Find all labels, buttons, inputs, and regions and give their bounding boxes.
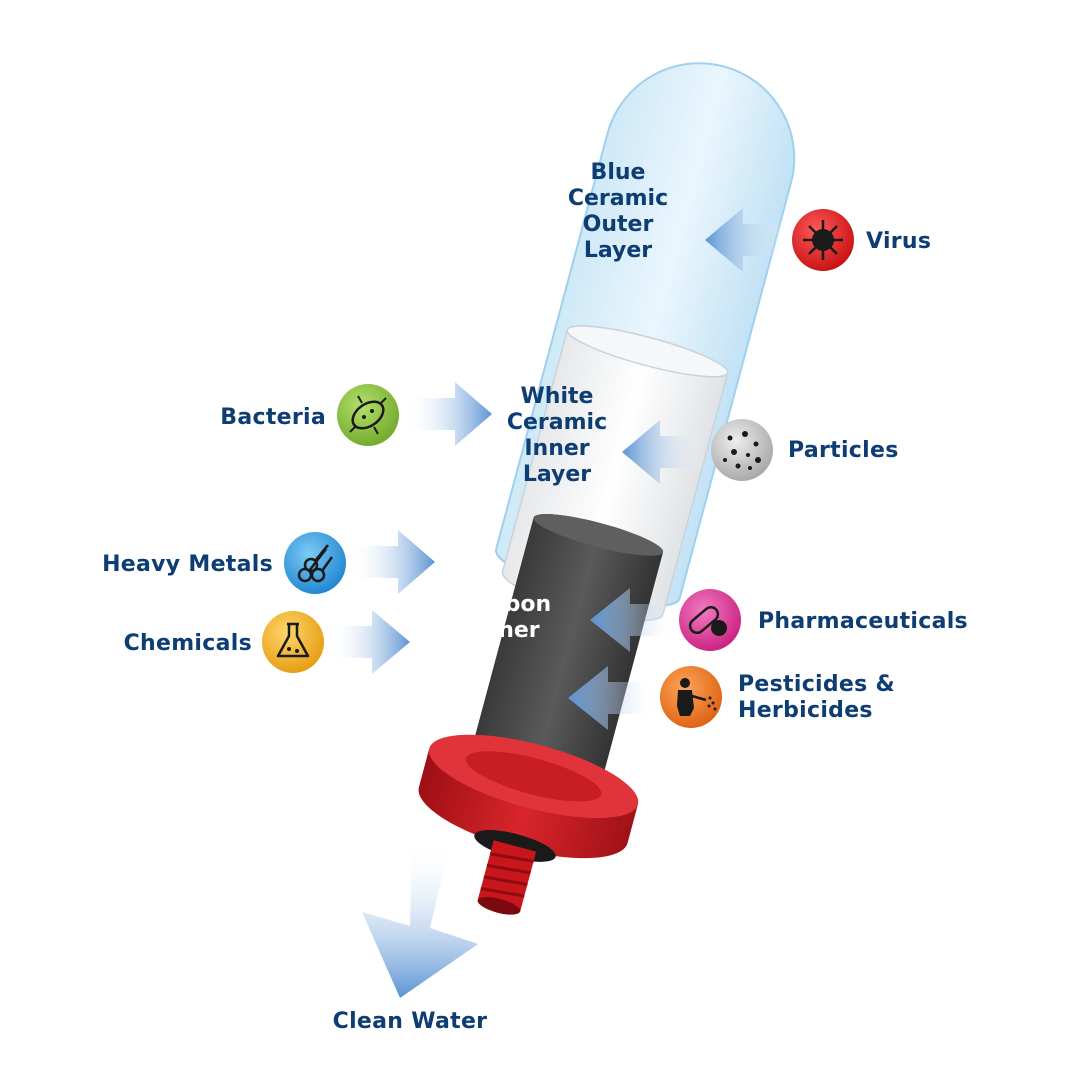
carbon-inner-layer — [471, 514, 664, 785]
threaded-nozzle — [477, 840, 537, 915]
inner-layer-label: White Ceramic Inner Layer — [506, 384, 608, 487]
arrow-pesticides — [568, 666, 656, 730]
arrow-virus — [705, 208, 790, 272]
particles-icon — [711, 419, 773, 481]
particles-label: Particles — [788, 438, 899, 463]
arrow-chemicals — [330, 610, 410, 674]
pharmaceuticals-label: Pharmaceuticals — [758, 609, 968, 634]
flask-icon — [262, 611, 324, 673]
arrow-heavy-metals — [350, 530, 435, 594]
clean-water-label: Clean Water — [332, 1009, 488, 1034]
pesticides-label: Pesticides & Herbicides — [738, 672, 895, 723]
heavy-metals-label: Heavy Metals — [102, 552, 273, 577]
outer-layer-label: Blue Ceramic Outer Layer — [567, 160, 669, 263]
bacteria-icon — [337, 384, 399, 446]
arrow-bacteria — [405, 382, 492, 446]
sprayer-icon — [660, 666, 722, 728]
arrow-pharmaceuticals — [590, 588, 676, 652]
arrow-particles — [622, 420, 706, 484]
pipes-icon — [284, 532, 346, 594]
bacteria-label: Bacteria — [220, 405, 326, 430]
filter-cartridge — [418, 62, 796, 915]
chemicals-label: Chemicals — [123, 631, 252, 656]
arrow-clean-water — [362, 840, 478, 998]
virus-icon — [792, 209, 854, 271]
carbon-layer-label: Carbon Inner — [462, 592, 552, 643]
capsule-icon — [679, 589, 741, 651]
virus-label: Virus — [866, 229, 932, 254]
